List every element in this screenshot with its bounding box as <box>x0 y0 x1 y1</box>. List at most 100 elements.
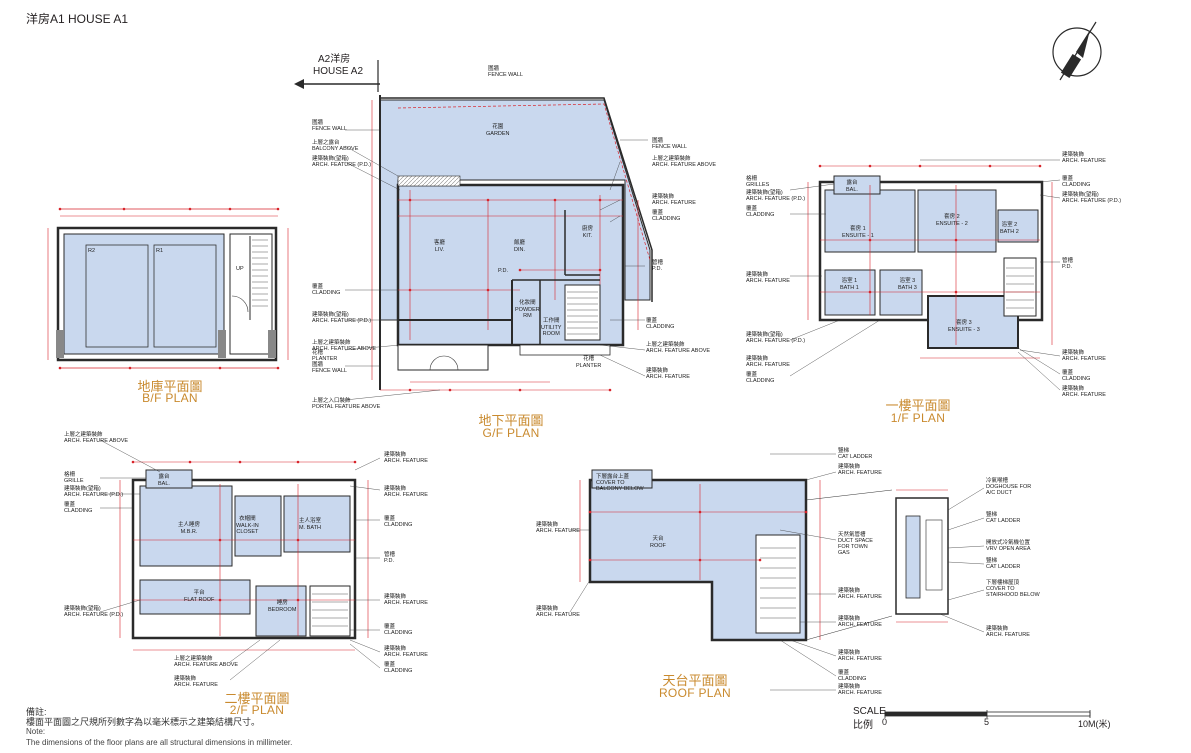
label-grilles-1f: 格柵 GRILLES <box>746 176 770 188</box>
room-bal-1f: 露台 BAL. <box>846 180 858 193</box>
f1-plan-title-en: 1/F PLAN <box>890 411 946 425</box>
bf-plan-title-en: B/F PLAN <box>142 391 198 405</box>
bf-plan <box>47 207 289 370</box>
roof-plan-title-en: ROOF PLAN <box>658 686 732 700</box>
label-arch-pd-gf-left: 建築裝飾(望箱) ARCH. FEATURE (P.D.) <box>312 312 372 324</box>
label-arch-roof-left: 建築裝飾 ARCH. FEATURE <box>536 522 580 534</box>
room-walk-in-closet: 衣帽間 WALK-IN CLOSET <box>236 516 259 535</box>
room-pd: P.D. <box>498 268 508 274</box>
label-arch-2f-r2: 建築裝飾 ARCH. FEATURE <box>384 486 428 498</box>
room-r2: R2 <box>88 248 96 254</box>
bf-plan-title-cn: 地庫平面圖 <box>137 379 203 394</box>
scale-bar <box>884 710 1091 718</box>
room-liv: 客廳 LIV. <box>434 240 446 253</box>
label-duct-space: 天然氣管槽 DUCT SPACE FOR TOWN GAS <box>838 532 873 556</box>
label-pd-1f: 管槽 P.D. <box>1062 258 1074 270</box>
room-flat-roof: 平台 FLAT ROOF <box>184 590 215 603</box>
f2-plan-title-cn: 二樓平面圖 <box>224 691 290 706</box>
label-arch-above-2f-bottom: 上層之建築裝飾 ARCH. FEATURE ABOVE <box>174 656 239 668</box>
scale-tick-5: 5 <box>984 717 990 727</box>
note-en-head: Note: <box>26 727 46 736</box>
label-portal-above: 上層之入口裝飾 PORTAL FEATURE ABOVE <box>312 398 381 410</box>
room-ensuite-2: 套房 2 ENSUITE - 2 <box>936 214 968 227</box>
scale-tick-10: 10M(米) <box>1078 719 1111 729</box>
room-bath-1: 浴室 1 BATH 1 <box>840 278 859 291</box>
label-arch-1f-bottom2: 建築裝飾 ARCH. FEATURE <box>1062 386 1106 398</box>
scale-tick-0: 0 <box>882 717 888 727</box>
label-arch-gf-right: 建築裝飾 ARCH. FEATURE <box>646 368 690 380</box>
label-cladding-2f-r3: 覆蓋 CLADDING <box>384 662 413 674</box>
note-cn-head: 備註: <box>26 707 47 717</box>
label-cladding-gf-left: 覆蓋 CLADDING <box>312 284 341 296</box>
label-arch-roof-r1: 建築裝飾 ARCH. FEATURE <box>838 588 882 600</box>
stair-up-label: UP <box>236 266 244 272</box>
room-ensuite-1: 套房 1 ENSUITE - 1 <box>842 226 874 239</box>
room-garden: 花園 GARDEN <box>486 124 510 137</box>
label-cover-stairhood: 下層樓梯屋頂 COVER TO STAIRHOOD BELOW <box>986 580 1040 598</box>
label-arch-2f-r1: 建築裝飾 ARCH. FEATURE <box>384 452 428 464</box>
document-title: 洋房A1 HOUSE A1 <box>26 12 129 26</box>
room-ensuite-3: 套房 3 ENSUITE - 3 <box>948 320 980 333</box>
room-bedroom: 睡房 BEDROOM <box>268 600 297 613</box>
gf-plan-title-en: G/F PLAN <box>482 426 540 440</box>
label-cladding-gf: 覆蓋 CLADDING <box>652 210 681 222</box>
f2-plan-title-en: 2/F PLAN <box>229 703 285 717</box>
label-arch-pd-gf: 建築裝飾(望箱) ARCH. FEATURE (P.D.) <box>312 156 372 168</box>
f1-plan <box>807 164 1053 359</box>
label-arch-roof-r3: 建築裝飾 ARCH. FEATURE <box>838 650 882 662</box>
label-grille-2f: 格柵 GRILLE <box>64 472 84 484</box>
label-cat-ladder-detail2: 豎梯 CAT LADDER <box>986 558 1021 570</box>
label-arch-roof-r4: 建築裝飾 ARCH. FEATURE <box>838 684 882 696</box>
label-balcony-above: 上層之露台 BALCONY ABOVE <box>312 140 359 152</box>
label-cladding-2f-r2: 覆蓋 CLADDING <box>384 624 413 636</box>
room-bal-2f: 露台 BAL. <box>158 474 170 487</box>
label-arch-pd-2f: 建築裝飾(望箱) ARCH. FEATURE (P.D.) <box>64 486 124 498</box>
roof-plan-title-cn: 天台平面圖 <box>662 673 728 688</box>
note-cn-body: 樓面平面圖之尺規所列數字為以毫米標示之建築結構尺寸。 <box>26 717 261 727</box>
label-doghouse: 冷氣喉槽 DOGHOUSE FOR A/C DUCT <box>986 478 1032 496</box>
label-arch-1f-bottom: 建築裝飾 ARCH. FEATURE <box>1062 350 1106 362</box>
label-arch-above-2f: 上層之建築裝飾 ARCH. FEATURE ABOVE <box>64 432 129 444</box>
label-cladding-1f-top: 覆蓋 CLADDING <box>1062 176 1091 188</box>
f2-plan <box>119 460 369 651</box>
room-bath-2: 浴室 2 BATH 2 <box>1000 222 1019 235</box>
label-fence-wall-top: 圍牆 FENCE WALL <box>488 66 523 78</box>
label-arch-pd-1f-left: 建築裝飾(望箱) ARCH. FEATURE (P.D.) <box>746 190 806 202</box>
roof-plan <box>579 469 949 642</box>
room-r1: R1 <box>156 248 164 254</box>
label-arch-gf: 建築裝飾 ARCH. FEATURE <box>652 194 696 206</box>
label-planter-gf: 花槽 PLANTER <box>312 350 338 362</box>
label-cladding-2f-r: 覆蓋 CLADDING <box>384 516 413 528</box>
label-cladding-1f-left: 覆蓋 CLADDING <box>746 206 775 218</box>
room-mbr: 主人睡房 M.B.R. <box>178 522 201 535</box>
label-fence-wall-right: 圍牆 FENCE WALL <box>652 138 687 150</box>
f1-plan-title-cn: 一樓平面圖 <box>885 398 951 413</box>
label-fence-wall-left: 圍牆 FENCE WALL <box>312 120 347 132</box>
label-arch-1f-top: 建築裝飾 ARCH. FEATURE <box>1062 152 1106 164</box>
label-cladding-1f-bottom: 覆蓋 CLADDING <box>1062 370 1091 382</box>
room-planter: 花槽 PLANTER <box>576 356 602 369</box>
label-arch-2f-bottom: 建築裝飾 ARCH. FEATURE <box>174 676 218 688</box>
label-arch-pd-2f-bottom: 建築裝飾(望箱) ARCH. FEATURE (P.D.) <box>64 606 124 618</box>
room-kit: 廚房 KIT. <box>582 226 594 239</box>
leader-lines <box>99 129 1061 691</box>
room-utility: 工作間 UTILITY ROOM <box>541 318 562 337</box>
label-arch-1f-left: 建築裝飾 ARCH. FEATURE <box>746 272 790 284</box>
label-cladding-1f-left2: 覆蓋 CLADDING <box>746 372 775 384</box>
label-vrv-open-area: 開放式冷氣機位置 VRV OPEN AREA <box>986 540 1031 552</box>
label-arch-roof-r2: 建築裝飾 ARCH. FEATURE <box>838 616 882 628</box>
scale-label-cn: 比例 <box>853 720 873 731</box>
label-arch-above-gf-right: 上層之建築裝飾 ARCH. FEATURE ABOVE <box>646 342 711 354</box>
label-arch-pd-1f-bottom: 建築裝飾(望箱) ARCH. FEATURE (P.D.) <box>746 332 806 344</box>
gf-plan <box>294 60 653 392</box>
label-arch-detail: 建築裝飾 ARCH. FEATURE <box>986 626 1030 638</box>
label-fence-wall-bottom: 圍牆 FENCE WALL <box>312 362 347 374</box>
label-arch-2f-r3: 建築裝飾 ARCH. FEATURE <box>384 594 428 606</box>
neighbor-name-en: HOUSE A2 <box>313 66 364 77</box>
room-bath-3: 浴室 3 BATH 3 <box>898 278 917 291</box>
label-cladding-gf-right: 覆蓋 CLADDING <box>646 318 675 330</box>
north-arrow-icon <box>1052 21 1102 81</box>
label-arch-pd-1f: 建築裝飾(望箱) ARCH. FEATURE (P.D.) <box>1062 192 1122 204</box>
